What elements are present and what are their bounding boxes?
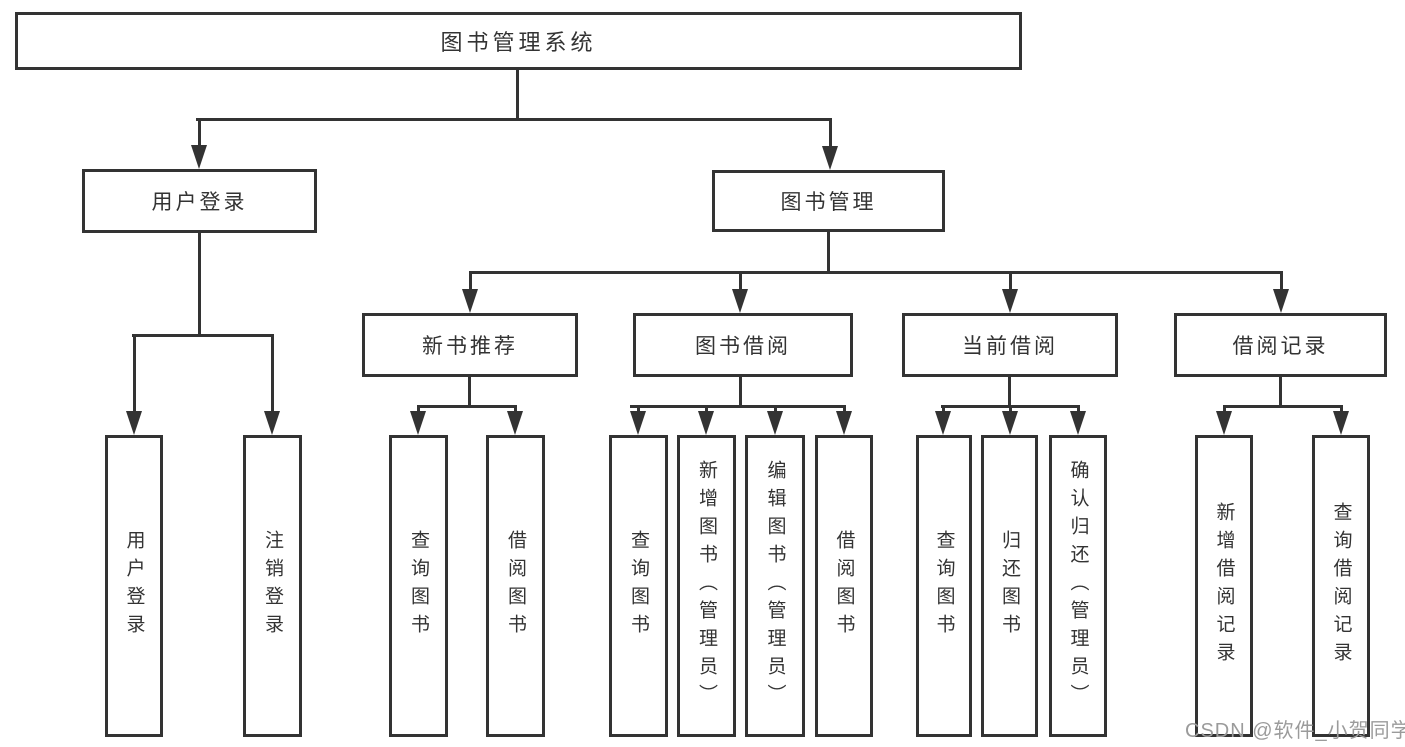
arrow-down-icon: [836, 405, 852, 435]
node-user-login-label: 用户登录: [151, 191, 248, 214]
edge-user-login-rail: [132, 334, 273, 337]
leaf-borrow-books-label: 借阅图书: [833, 530, 855, 642]
node-root-label: 图书管理系统: [440, 30, 597, 55]
arrow-down-icon: [462, 271, 478, 313]
leaf-query-books-borrow-label: 查询图书: [628, 530, 649, 642]
watermark: CSDN @软件_小贺同学: [1185, 720, 1405, 742]
edge-root-rail: [196, 118, 832, 121]
leaf-logout-label: 注销登录: [262, 530, 283, 642]
leaf-edit-books-admin-label: 编辑图书（管理员）: [764, 460, 786, 712]
leaf-add-borrow-record-label: 新增借阅记录: [1213, 502, 1235, 670]
node-root: 图书管理系统: [15, 12, 1022, 70]
node-book-borrow: 图书借阅: [633, 313, 853, 377]
leaf-add-books-admin-label: 新增图书（管理员）: [696, 460, 717, 712]
edge-book-borrow-rail: [630, 405, 846, 408]
leaf-edit-books-admin: 编辑图书（管理员）: [745, 435, 805, 737]
leaf-query-books-current-label: 查询图书: [933, 530, 955, 642]
leaf-borrow-books: 借阅图书: [815, 435, 873, 737]
leaf-logout: 注销登录: [243, 435, 302, 737]
arrow-down-icon: [630, 405, 646, 435]
node-book-borrow-label: 图书借阅: [695, 335, 791, 358]
arrow-down-icon: [1002, 405, 1018, 435]
arrow-down-icon: [1333, 405, 1349, 435]
node-user-login: 用户登录: [82, 169, 317, 233]
arrow-down-icon: [410, 405, 426, 435]
edge-current-borrow-stem: [1008, 377, 1011, 408]
arrow-down-icon: [191, 118, 207, 169]
leaf-add-books-admin: 新增图书（管理员）: [677, 435, 736, 737]
edge-book-borrow-stem: [739, 377, 742, 408]
edge-new-book-stem: [468, 377, 471, 408]
edge-new-book-rail: [417, 405, 517, 408]
node-borrow-records: 借阅记录: [1174, 313, 1387, 377]
edge-root-stem: [516, 70, 519, 120]
leaf-user-login-label: 用户登录: [123, 530, 145, 642]
edge-book-management-rail: [469, 271, 1282, 274]
leaf-query-borrow-record: 查询借阅记录: [1312, 435, 1370, 737]
arrow-down-icon: [822, 118, 838, 170]
arrow-down-icon: [1273, 271, 1289, 313]
leaf-borrow-books-recommend-label: 借阅图书: [505, 530, 526, 642]
arrow-down-icon: [1002, 271, 1018, 313]
edge-book-management-stem: [827, 232, 830, 273]
node-book-management-label: 图书管理: [780, 191, 877, 214]
leaf-return-books: 归还图书: [981, 435, 1038, 737]
leaf-query-borrow-record-label: 查询借阅记录: [1330, 502, 1352, 670]
arrow-down-icon: [698, 405, 714, 435]
leaf-return-books-label: 归还图书: [999, 530, 1020, 642]
node-book-management: 图书管理: [712, 170, 945, 232]
node-current-borrow-label: 当前借阅: [962, 335, 1058, 358]
node-new-book-recommend-label: 新书推荐: [422, 335, 518, 358]
arrow-down-icon: [1070, 405, 1086, 435]
leaf-query-books-current: 查询图书: [916, 435, 972, 737]
arrow-down-icon: [126, 334, 142, 435]
node-new-book-recommend: 新书推荐: [362, 313, 578, 377]
leaf-query-books-borrow: 查询图书: [609, 435, 668, 737]
leaf-query-books-recommend: 查询图书: [389, 435, 448, 737]
arrow-down-icon: [1216, 405, 1232, 435]
node-borrow-records-label: 借阅记录: [1232, 335, 1329, 358]
leaf-query-books-recommend-label: 查询图书: [408, 530, 429, 642]
leaf-add-borrow-record: 新增借阅记录: [1195, 435, 1253, 737]
leaf-borrow-books-recommend: 借阅图书: [486, 435, 545, 737]
node-current-borrow: 当前借阅: [902, 313, 1118, 377]
arrow-down-icon: [732, 271, 748, 313]
leaf-confirm-return-admin: 确认归还（管理员）: [1049, 435, 1107, 737]
arrow-down-icon: [507, 405, 523, 435]
leaf-user-login: 用户登录: [105, 435, 163, 737]
edge-user-login-stem: [198, 233, 201, 337]
arrow-down-icon: [767, 405, 783, 435]
arrow-down-icon: [264, 334, 280, 435]
edge-borrow-records-rail: [1223, 405, 1343, 408]
arrow-down-icon: [935, 405, 951, 435]
leaf-confirm-return-admin-label: 确认归还（管理员）: [1067, 460, 1089, 712]
edge-borrow-records-stem: [1279, 377, 1282, 408]
